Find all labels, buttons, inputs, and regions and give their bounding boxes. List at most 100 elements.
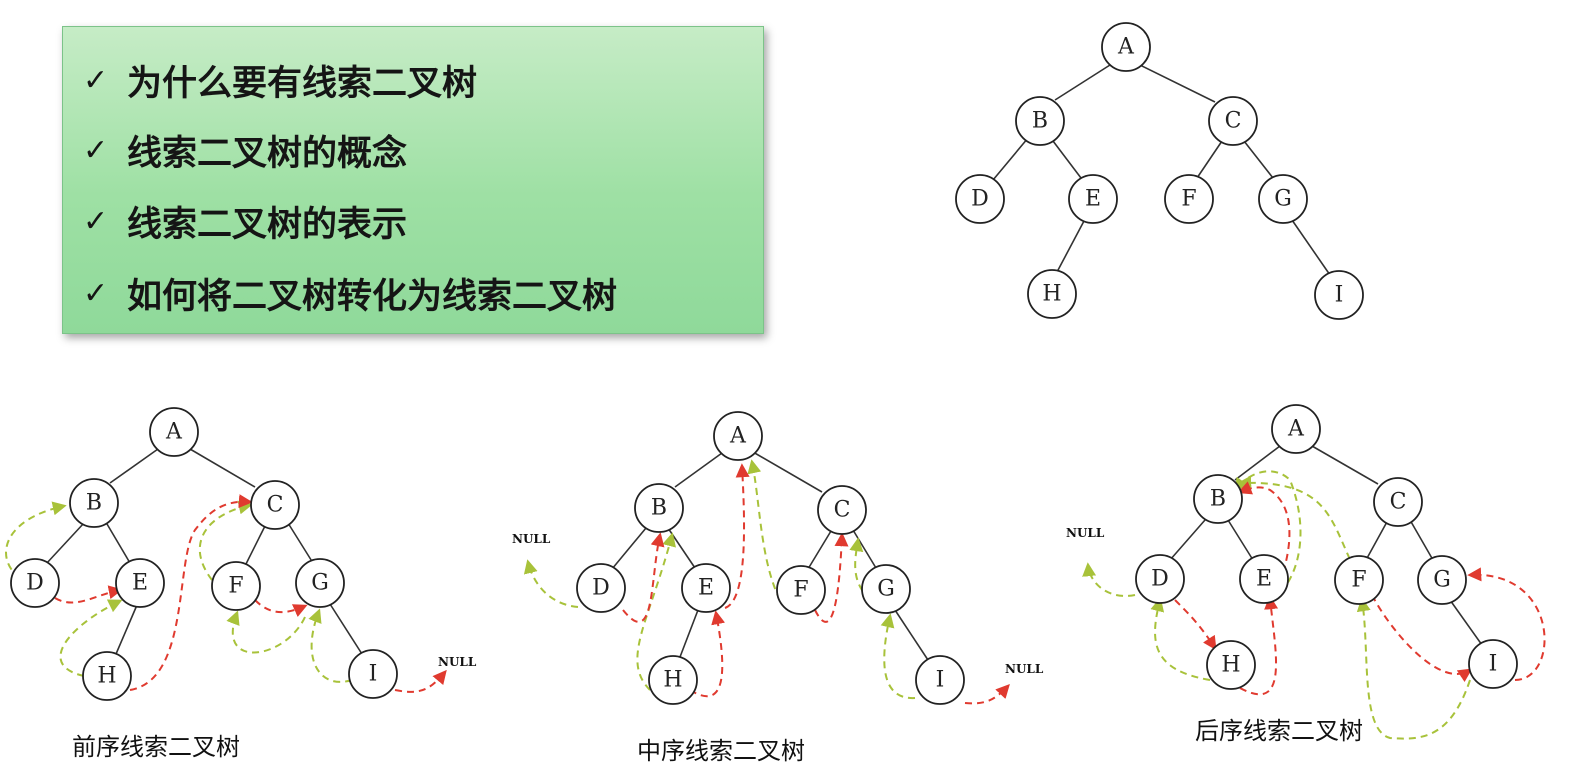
tree-edge [894,609,929,661]
tree-node: D [1135,554,1185,604]
null-label: NULL [512,532,551,546]
predecessor-thread [198,500,253,581]
tree-edge [287,522,314,564]
successor-thread [1467,567,1546,681]
svg-text:F: F [228,574,243,599]
topics-panel: ✓ 为什么要有线索二叉树 ✓ 线索二叉树的概念 ✓ 线索二叉树的表示 ✓ 如何将… [62,26,764,334]
tree-edge [115,604,138,655]
checkmark-icon: ✓ [83,275,109,311]
svg-text:G: G [311,571,329,596]
tree-edge [1139,64,1216,103]
successor-thread [394,669,447,693]
inorder-caption: 中序线索二叉树 [637,737,805,765]
tree-edge [1449,599,1483,646]
preorder-caption: 前序线索二叉树 [72,733,240,761]
tree-edge [1409,519,1434,561]
predecessor-thread [523,559,579,608]
svg-text:A: A [729,424,747,449]
topic-text: 线索二叉树的表示 [127,204,408,245]
tree-edge [106,523,131,564]
svg-text:I: I [936,668,945,693]
tree-node: H [1027,269,1077,319]
inorder-threaded-tree: A B C D E F G H I NULL NULL 中序线索二叉树 [512,411,1044,765]
predecessor-thread [59,599,123,677]
tree-node: E [115,558,165,608]
svg-text:H: H [1221,653,1240,678]
svg-text:H: H [97,664,116,689]
tree-node: A [1271,404,1321,454]
svg-text:B: B [651,496,667,521]
successor-thread [1239,595,1279,696]
tree-edge [1054,64,1111,101]
topic-text: 为什么要有线索二叉树 [127,63,478,104]
svg-text:E: E [132,571,148,596]
tree-node: D [955,174,1005,224]
tree-edge [1052,140,1082,179]
svg-text:B: B [86,491,102,516]
tree-node: H [82,651,132,701]
svg-text:H: H [1042,282,1061,307]
successor-thread [1174,599,1217,651]
tree-edge [1234,445,1281,481]
preorder-threaded-tree: A B C D E F G H I NULL 前序线索二叉树 [5,407,477,761]
topic-item: ✓ 线索二叉树的表示 [83,201,407,245]
tree-node: E [681,563,731,613]
checkmark-icon: ✓ [83,203,109,239]
svg-text:H: H [663,668,682,693]
tree-node: F [776,565,826,615]
svg-text:E: E [698,576,714,601]
postorder-caption: 后序线索二叉树 [1195,717,1363,745]
tree-edge [329,603,363,655]
tree-node: I [915,655,965,705]
tree-node: I [348,649,398,699]
tree-node: G [295,558,345,608]
svg-text:D: D [971,187,989,212]
tree-node: G [861,564,911,614]
topic-item: ✓ 为什么要有线索二叉树 [83,60,477,104]
svg-text:I: I [369,662,378,687]
svg-text:D: D [1151,567,1169,592]
tree-node: D [576,563,626,613]
svg-text:A: A [165,420,183,445]
predecessor-thread [1082,562,1136,597]
postorder-threaded-tree: A B C D E F G H I NULL 后序线索二叉树 [1066,404,1546,745]
svg-text:C: C [267,493,284,518]
successor-thread [254,599,308,617]
tree-edge [1243,140,1274,179]
tree-node: H [648,655,698,705]
tree-edge [674,452,723,488]
tree-edge [45,522,85,565]
predecessor-thread [880,613,916,700]
svg-text:C: C [834,498,851,523]
tree-edge [667,527,696,569]
svg-text:I: I [1489,652,1498,677]
tree-node: A [713,411,763,461]
tree-edge [1056,220,1085,273]
svg-text:A: A [1287,417,1305,442]
successor-thread [1371,594,1473,683]
tree-node: G [1258,174,1308,224]
tree-node: F [1334,555,1384,605]
tree-node: I [1314,270,1364,320]
successor-thread [622,532,665,623]
predecessor-thread [226,610,306,654]
checkmark-icon: ✓ [83,62,109,98]
svg-text:D: D [592,576,610,601]
tree-edge [992,137,1029,181]
svg-text:G: G [1274,187,1292,212]
predecessor-thread [5,501,67,579]
successor-thread [129,494,253,691]
predecessor-thread [1356,597,1471,740]
successor-thread [814,532,849,623]
svg-text:F: F [793,578,808,603]
tree-node: D [10,558,60,608]
tree-edge [1196,140,1223,179]
svg-text:D: D [26,571,44,596]
tree-edge [189,448,256,488]
svg-text:E: E [1085,187,1101,212]
tree-node: I [1468,639,1518,689]
tree-node: B [1015,96,1065,146]
tree-edge [752,451,823,493]
tree-node: C [817,485,867,535]
